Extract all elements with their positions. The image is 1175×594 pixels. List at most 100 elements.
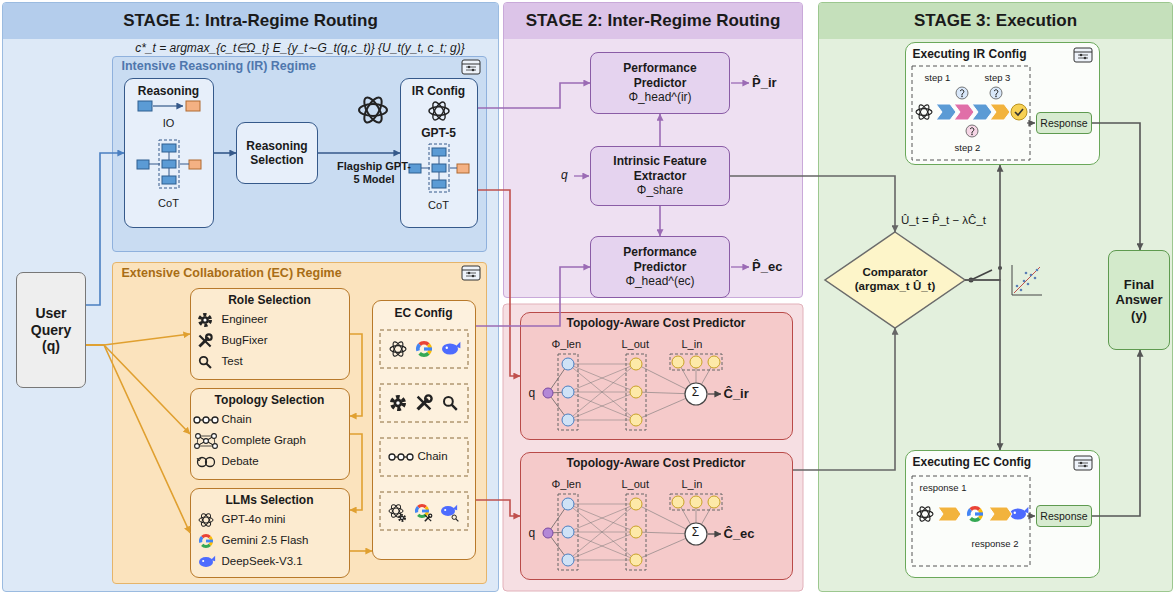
line xyxy=(425,515,431,521)
deepseek-logo xyxy=(441,506,455,516)
connector-arrow xyxy=(659,114,661,146)
line xyxy=(178,164,189,165)
dot xyxy=(468,272,471,275)
process-box: Topology-Aware Cost PredictorqΦ_lenL_out… xyxy=(520,452,793,580)
line xyxy=(568,560,636,561)
box-title: Topology Selection xyxy=(190,393,350,407)
node-label: Performance Predictor xyxy=(596,61,724,90)
shape xyxy=(189,160,201,169)
box-title: Reasoning xyxy=(124,84,214,98)
node-label: Comparator (argmax_t Û_t) xyxy=(849,266,941,294)
logo-stroke xyxy=(389,508,403,514)
shape xyxy=(424,347,432,350)
line xyxy=(636,364,696,394)
dot xyxy=(630,358,642,370)
node-label: Response xyxy=(1040,117,1087,130)
shape xyxy=(162,144,176,152)
node-label: Performance Predictor xyxy=(596,245,724,274)
dot xyxy=(1080,54,1083,57)
item-label: step 2 xyxy=(955,142,981,153)
line xyxy=(197,446,215,447)
dot xyxy=(562,414,574,426)
dot xyxy=(969,278,974,283)
shape xyxy=(558,494,578,570)
item-label: step 3 xyxy=(985,72,1011,83)
logo-stroke xyxy=(391,340,405,357)
logo-stroke xyxy=(917,103,931,120)
gpt-logo xyxy=(199,512,213,527)
deepseek-logo xyxy=(199,557,213,567)
dot xyxy=(1025,272,1028,275)
dot xyxy=(1034,277,1037,280)
gpt-logo xyxy=(429,100,449,122)
line xyxy=(548,504,568,533)
gpt-logo xyxy=(916,103,932,120)
item-label: CoT xyxy=(124,197,214,210)
line xyxy=(636,534,696,560)
item-label: response 2 xyxy=(972,538,1019,549)
shape xyxy=(162,176,176,184)
line xyxy=(1012,265,1013,295)
deepseek-tail xyxy=(453,505,457,511)
line xyxy=(636,394,696,420)
process-box: IR ConfigGPT-5CoT xyxy=(400,78,478,228)
connector-arrow xyxy=(350,550,372,552)
connector-arrow xyxy=(793,328,895,470)
gemini-logo xyxy=(418,341,429,346)
line xyxy=(418,397,431,410)
logo-stroke xyxy=(430,100,447,122)
process-box: Performance PredictorΦ_head^(ir) xyxy=(590,52,730,114)
dot xyxy=(194,417,200,423)
logo-stroke xyxy=(430,100,447,122)
shape xyxy=(186,101,200,111)
line xyxy=(678,502,696,534)
line xyxy=(548,393,568,420)
dot xyxy=(389,454,395,460)
line xyxy=(421,168,430,169)
dot xyxy=(966,125,978,137)
dot xyxy=(630,554,642,566)
dot xyxy=(630,414,642,426)
process-box: Reasoning Selection xyxy=(236,122,318,184)
dot xyxy=(990,87,1002,99)
gemini-logo xyxy=(209,536,213,546)
dot xyxy=(399,515,405,521)
process-box: Role SelectionEngineerBugFixerTestTopolo… xyxy=(112,262,487,584)
logo-stroke xyxy=(390,346,406,353)
item-label: Ĉ_ir xyxy=(724,386,749,402)
item-label: IO xyxy=(124,117,214,130)
dot xyxy=(200,315,211,326)
gemini-logo xyxy=(199,536,203,543)
dot xyxy=(1084,465,1087,468)
shape xyxy=(159,140,179,188)
dot xyxy=(1036,269,1039,272)
gpt-logo xyxy=(917,505,933,522)
dot xyxy=(202,560,204,562)
text-stack: Final Answer (y) xyxy=(1109,251,1169,349)
text-stack: Comparator (argmax_t Û_t) xyxy=(825,232,965,328)
logo-stroke xyxy=(918,505,932,522)
logo-stroke xyxy=(429,107,449,115)
dot xyxy=(1014,512,1016,514)
box-title: Topology-Aware Cost Predictor xyxy=(520,456,793,470)
line xyxy=(568,504,636,532)
dot xyxy=(562,358,574,370)
item-label: Gemini 2.5 Flash xyxy=(222,534,309,548)
node-label: Response xyxy=(1040,510,1087,523)
dot xyxy=(961,96,963,98)
check-mark xyxy=(1015,109,1023,115)
line xyxy=(200,419,203,420)
line xyxy=(462,64,480,65)
line xyxy=(568,504,636,532)
node-label: Final Answer (y) xyxy=(1114,277,1164,324)
gemini-logo xyxy=(415,506,419,513)
dot xyxy=(204,439,209,444)
line xyxy=(466,70,476,71)
stage-panel: ResponseExecuting IR Configstep 1step 3s… xyxy=(818,2,1173,592)
dot xyxy=(400,516,404,520)
dot xyxy=(468,66,471,69)
logo-stroke xyxy=(390,503,402,518)
connector-arrow xyxy=(214,152,236,154)
line xyxy=(636,532,696,534)
dot xyxy=(1011,104,1027,120)
